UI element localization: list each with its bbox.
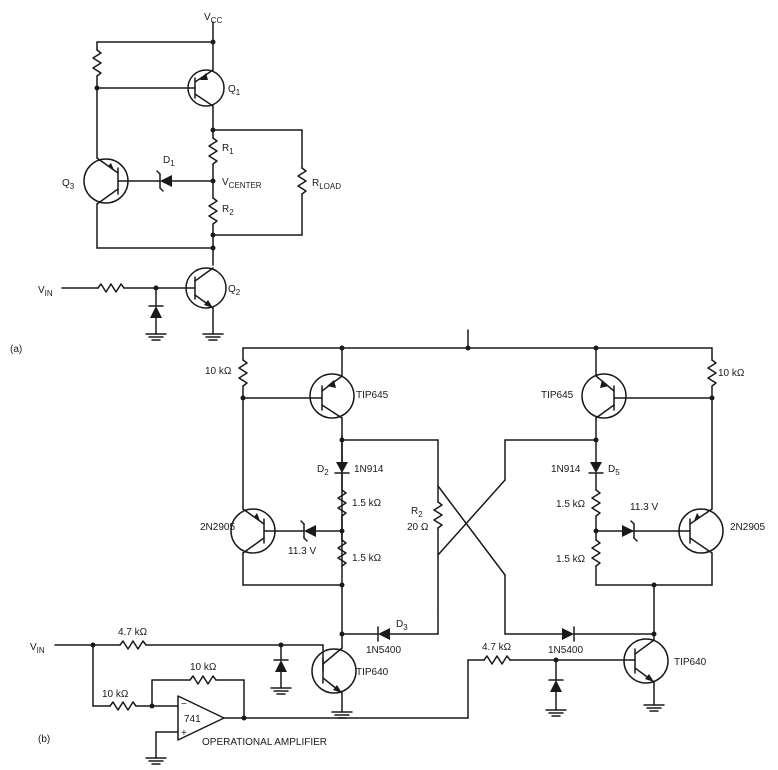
d-right-part-label: 1N5400 bbox=[548, 645, 583, 656]
feedback-resistor bbox=[189, 675, 217, 685]
opamp-input-resistor bbox=[109, 701, 137, 711]
q1-label: Q1 bbox=[228, 84, 241, 97]
transistor-tip645-right bbox=[581, 347, 713, 419]
bias-resistor-a bbox=[92, 49, 102, 77]
resistor-rload bbox=[297, 167, 307, 195]
q-bottom-right-label: TIP640 bbox=[674, 657, 707, 668]
r-top-right-label: 10 kΩ bbox=[718, 368, 745, 379]
input-resistor-left bbox=[119, 640, 147, 650]
d2-part-label: 1N914 bbox=[354, 464, 384, 475]
q2-label: Q2 bbox=[228, 284, 241, 297]
q3-label: Q3 bbox=[62, 178, 75, 191]
resistor-r1 bbox=[208, 137, 218, 165]
opamp-741: 741 − + bbox=[145, 695, 469, 765]
opamp-part-label: 741 bbox=[184, 714, 201, 725]
zener-d1 bbox=[160, 175, 172, 187]
r-left-lower-label: 1.5 kΩ bbox=[352, 553, 382, 564]
r-right-upper-label: 1.5 kΩ bbox=[556, 499, 586, 510]
clamp-diode-left bbox=[275, 660, 287, 672]
zener-right-label: 11.3 V bbox=[630, 502, 658, 513]
opamp-caption: OPERATIONAL AMPLIFIER bbox=[202, 737, 327, 748]
resistor-left-upper bbox=[337, 489, 347, 517]
r-left-upper-label: 1.5 kΩ bbox=[352, 498, 382, 509]
resistor-right-lower bbox=[591, 539, 601, 567]
bias-resistor-right bbox=[707, 359, 717, 387]
resistor-right-upper bbox=[591, 489, 601, 517]
bias-resistor-left bbox=[238, 359, 248, 387]
r-in-right-label: 4.7 kΩ bbox=[482, 642, 512, 653]
panel-a-label: (a) bbox=[10, 344, 22, 355]
clamp-diode-a bbox=[150, 306, 162, 318]
d5-label: D5 bbox=[608, 464, 620, 477]
d3-part-label: 1N5400 bbox=[366, 645, 401, 656]
opamp-minus-label: − bbox=[181, 699, 187, 710]
circuit-b: 10 kΩ 10 kΩ TIP645 TIP645 bbox=[30, 329, 765, 765]
panel-b-label: (b) bbox=[38, 734, 50, 745]
resistor-r2 bbox=[208, 197, 218, 225]
d1-label: D1 bbox=[163, 155, 175, 168]
transistor-tip640-left bbox=[311, 647, 357, 719]
diode-d5 bbox=[590, 462, 602, 473]
vin-a-label: VIN bbox=[38, 285, 53, 298]
transistor-tip645-left bbox=[242, 347, 355, 419]
clamp-diode-right bbox=[550, 680, 562, 692]
resistor-r2-center bbox=[433, 501, 443, 529]
r2-center-label: R2 bbox=[411, 506, 423, 519]
r-right-lower-label: 1.5 kΩ bbox=[556, 554, 586, 565]
transistor-2n2905-right bbox=[677, 397, 724, 586]
r2-value-label: 20 Ω bbox=[407, 522, 429, 533]
diode-right-1n5400 bbox=[562, 628, 574, 640]
zener-left bbox=[304, 525, 316, 537]
q-mid-left-label: 2N2905 bbox=[200, 522, 235, 533]
diode-d3 bbox=[378, 628, 390, 640]
rload-label: RLOAD bbox=[312, 178, 341, 191]
r-in-left-label: 4.7 kΩ bbox=[118, 627, 148, 638]
input-resistor-a bbox=[97, 283, 125, 293]
vcenter-label: VCENTER bbox=[222, 177, 262, 190]
r2-label: R2 bbox=[222, 204, 234, 217]
r-opamp-in-label: 10 kΩ bbox=[102, 689, 129, 700]
circuit-a: VCC Q1 R1 VCENTER bbox=[10, 12, 341, 355]
d2-label: D2 bbox=[317, 464, 329, 477]
q-bottom-left-label: TIP640 bbox=[356, 667, 389, 678]
zener-left-label: 11.3 V bbox=[288, 546, 316, 557]
resistor-left-lower bbox=[337, 539, 347, 567]
transistor-q2 bbox=[185, 267, 227, 335]
d3-label: D3 bbox=[396, 619, 408, 632]
r-fb-label: 10 kΩ bbox=[190, 662, 217, 673]
zener-right bbox=[622, 525, 634, 537]
q-mid-right-label: 2N2905 bbox=[730, 522, 765, 533]
r1-label: R1 bbox=[222, 143, 234, 156]
d5-part-label: 1N914 bbox=[551, 464, 581, 475]
q-top-left-label: TIP645 bbox=[356, 390, 389, 401]
input-resistor-right bbox=[483, 655, 511, 665]
transistor-q1 bbox=[96, 41, 225, 107]
transistor-q3 bbox=[83, 87, 129, 249]
r-top-left-label: 10 kΩ bbox=[205, 366, 232, 377]
transistor-2n2905-left bbox=[230, 397, 276, 586]
q-top-right-label: TIP645 bbox=[541, 390, 574, 401]
vcc-label: VCC bbox=[204, 12, 222, 25]
transistor-tip640-right bbox=[623, 638, 669, 712]
vin-b-label: VIN bbox=[30, 642, 45, 655]
opamp-plus-label: + bbox=[181, 728, 187, 739]
